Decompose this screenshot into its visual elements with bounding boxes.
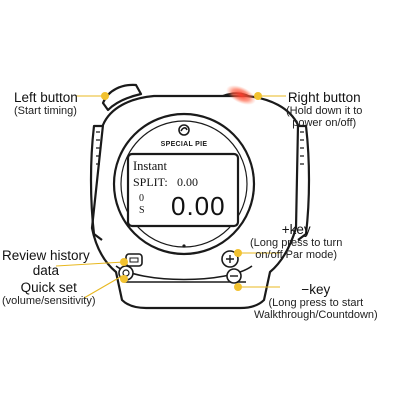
mode-label: Instant [133, 159, 168, 173]
minus-key-note-2: Walkthrough/Countdown) [254, 309, 378, 322]
left-button [101, 83, 143, 112]
plus-key-callout: +key (Long press to turn on/off Par mode… [250, 222, 342, 262]
right-button-note-2: power on/off) [292, 117, 357, 130]
minus-key-callout: −key (Long press to start Walkthrough/Co… [254, 282, 378, 322]
lcd-frame [126, 152, 240, 228]
minus-key[interactable] [226, 268, 242, 284]
left-button-note: (Start timing) [14, 105, 77, 118]
right-button-note-1: (Hold down it to [286, 105, 363, 118]
plus-key-note-1: (Long press to turn [250, 237, 343, 250]
review-history-title-2: data [32, 263, 60, 279]
unit-label: S [139, 205, 145, 216]
plus-key-note-2: on/off Par mode) [255, 249, 338, 262]
left-button-callout: Left button (Start timing) [14, 90, 78, 117]
split-label: SPLIT: [133, 175, 168, 189]
quick-set-title: Quick set [20, 280, 77, 295]
minus-key-note-1: (Long press to start [268, 297, 364, 310]
plus-key[interactable] [221, 250, 239, 268]
quick-set-callout: Quick set (volume/sensitivity) [2, 280, 96, 307]
leader-lines [55, 95, 286, 299]
lcd-screen: Instant SPLIT: 0.00 0 S 0.00 [131, 157, 235, 221]
review-history-title-1: Review history [2, 248, 90, 263]
marker-dots [101, 92, 262, 291]
shot-count: 0 [139, 193, 144, 204]
left-button-title: Left button [14, 90, 78, 105]
right-button-title: Right button [287, 90, 361, 105]
review-button[interactable] [125, 253, 143, 267]
right-button-callout: Right button (Hold down it to power on/o… [286, 90, 362, 130]
time-value: 0.00 [171, 191, 226, 221]
power-led [226, 85, 256, 105]
plus-key-title: +key [281, 222, 311, 237]
review-history-callout: Review history data [2, 248, 90, 278]
brand-label: SPECIAL PIE [161, 141, 208, 148]
brand-logo-icon [178, 124, 190, 136]
split-value: 0.00 [177, 175, 198, 189]
quick-set-note: (volume/sensitivity) [2, 295, 96, 308]
minus-key-title: −key [301, 282, 331, 297]
